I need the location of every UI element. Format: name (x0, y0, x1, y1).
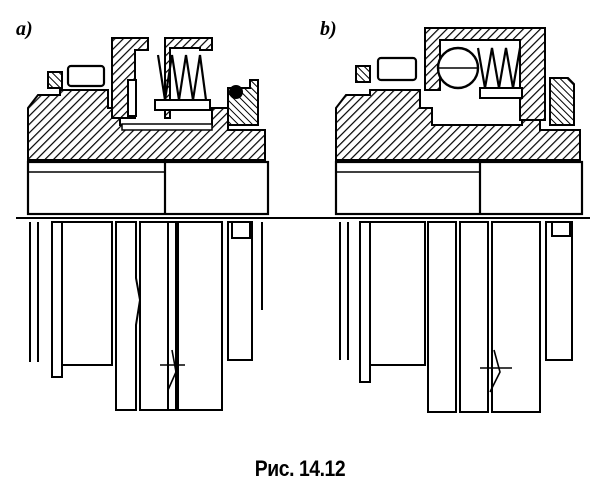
plate-a-1 (51, 221, 63, 378)
housing-a (111, 37, 149, 119)
shaft-body-b (335, 89, 581, 161)
view-a-label: a) (16, 18, 33, 40)
spring-a (156, 54, 208, 101)
plate-b-1 (359, 221, 371, 383)
plate-a-2 (115, 221, 142, 411)
housing-b (424, 27, 546, 121)
shaft-bore-a (26, 160, 270, 216)
view-a (26, 37, 270, 411)
spring-b (476, 47, 522, 89)
roller-a (66, 64, 106, 88)
ring-b (549, 77, 575, 126)
figure-caption: Рис. 14.12 (254, 456, 346, 481)
roller-b (376, 56, 418, 82)
shaft-bore-b (334, 160, 584, 216)
view-b-label: b) (320, 18, 337, 40)
plate-b-2 (427, 221, 457, 413)
view-b (334, 27, 584, 413)
